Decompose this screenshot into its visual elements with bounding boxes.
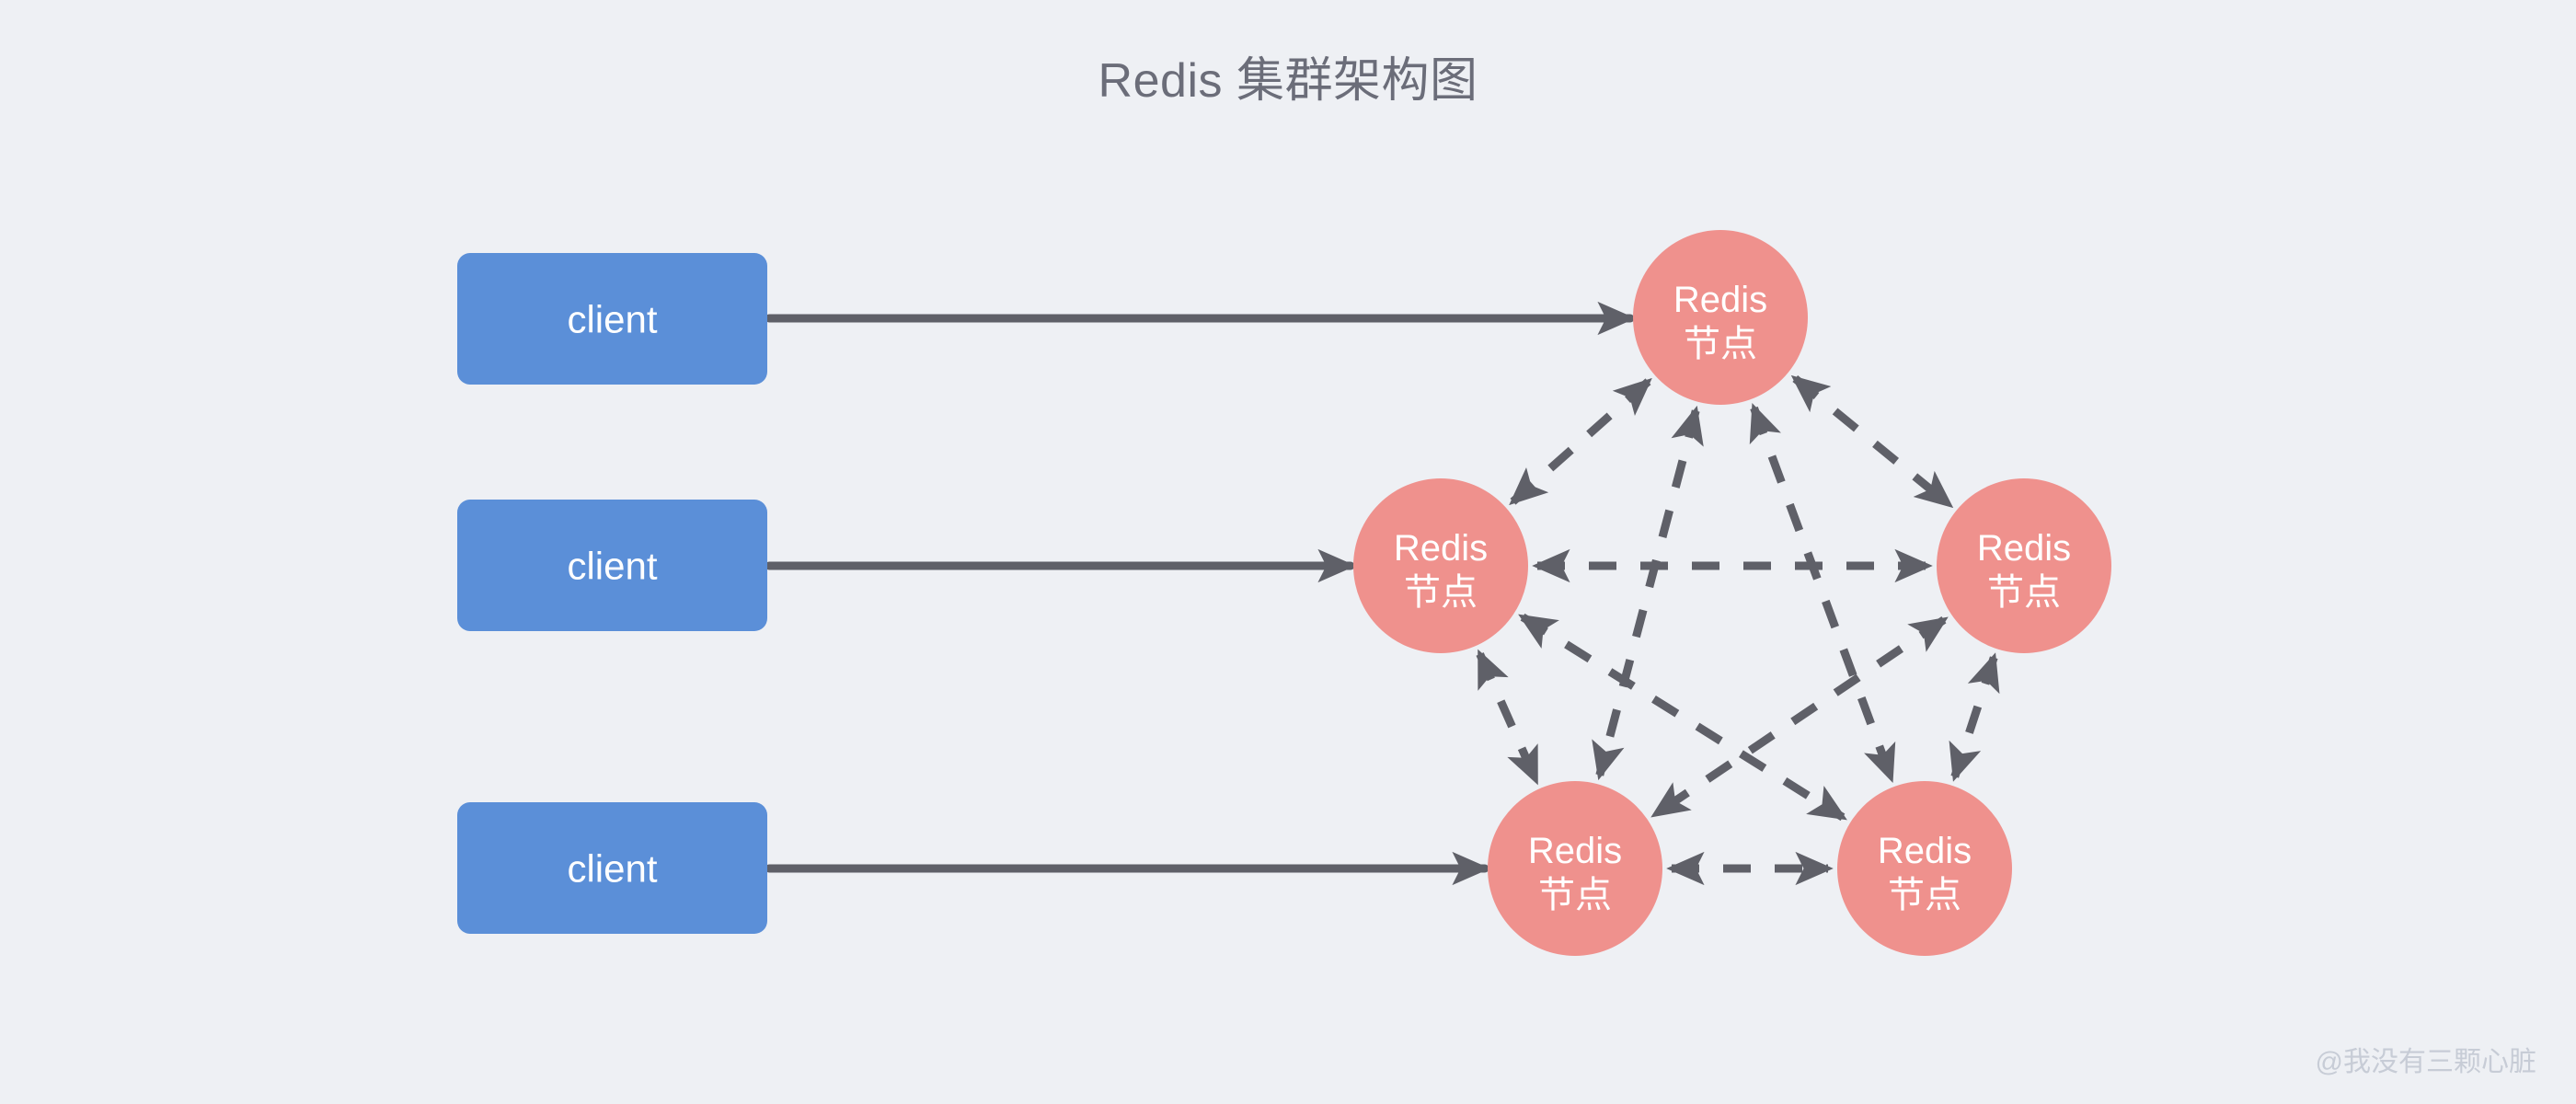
redis-node-label-line2: 节点 bbox=[1684, 324, 1757, 364]
client-box-shape[interactable] bbox=[457, 500, 767, 631]
redis-node-shape[interactable] bbox=[1837, 781, 2012, 956]
mesh-link bbox=[1749, 403, 1896, 783]
mesh-link bbox=[1949, 652, 2000, 782]
client-label: client bbox=[567, 847, 657, 891]
redis-node-shape[interactable] bbox=[1353, 478, 1528, 653]
redis-node-shape[interactable] bbox=[1488, 781, 1662, 956]
client-box[interactable]: client bbox=[457, 500, 767, 631]
redis-node-shape[interactable] bbox=[1937, 478, 2111, 653]
redis-node-label-line2: 节点 bbox=[1987, 572, 2061, 613]
client-box-shape[interactable] bbox=[457, 253, 767, 385]
redis-node-label-line1: Redis bbox=[1528, 831, 1622, 871]
redis-node-label-line1: Redis bbox=[1977, 528, 2071, 569]
client-label: client bbox=[567, 545, 657, 588]
client-label: client bbox=[567, 298, 657, 341]
watermark: @我没有三颗心脏 bbox=[2316, 1047, 2536, 1077]
redis-node-label-line1: Redis bbox=[1394, 528, 1488, 569]
client-layer: client client client bbox=[457, 253, 767, 934]
redis-node-shape[interactable] bbox=[1633, 230, 1808, 405]
client-box[interactable]: client bbox=[457, 253, 767, 385]
mesh-link bbox=[1650, 615, 1949, 819]
mesh-link bbox=[1790, 374, 1954, 509]
redis-node-label-line1: Redis bbox=[1878, 831, 1972, 871]
redis-node-label-line2: 节点 bbox=[1538, 875, 1612, 915]
client-box-shape[interactable] bbox=[457, 802, 767, 934]
client-link-layer bbox=[765, 301, 1636, 886]
redis-node-label-line2: 节点 bbox=[1888, 875, 1961, 915]
redis-node-label-line1: Redis bbox=[1673, 280, 1767, 320]
redis-node-label-line2: 节点 bbox=[1404, 572, 1478, 613]
client-box[interactable]: client bbox=[457, 802, 767, 934]
mesh-link bbox=[1476, 649, 1540, 786]
mesh-link bbox=[1592, 405, 1704, 781]
page-title: Redis 集群架构图 bbox=[1098, 54, 1478, 108]
mesh-link bbox=[1509, 377, 1652, 506]
mesh-link-layer bbox=[1476, 374, 2000, 886]
